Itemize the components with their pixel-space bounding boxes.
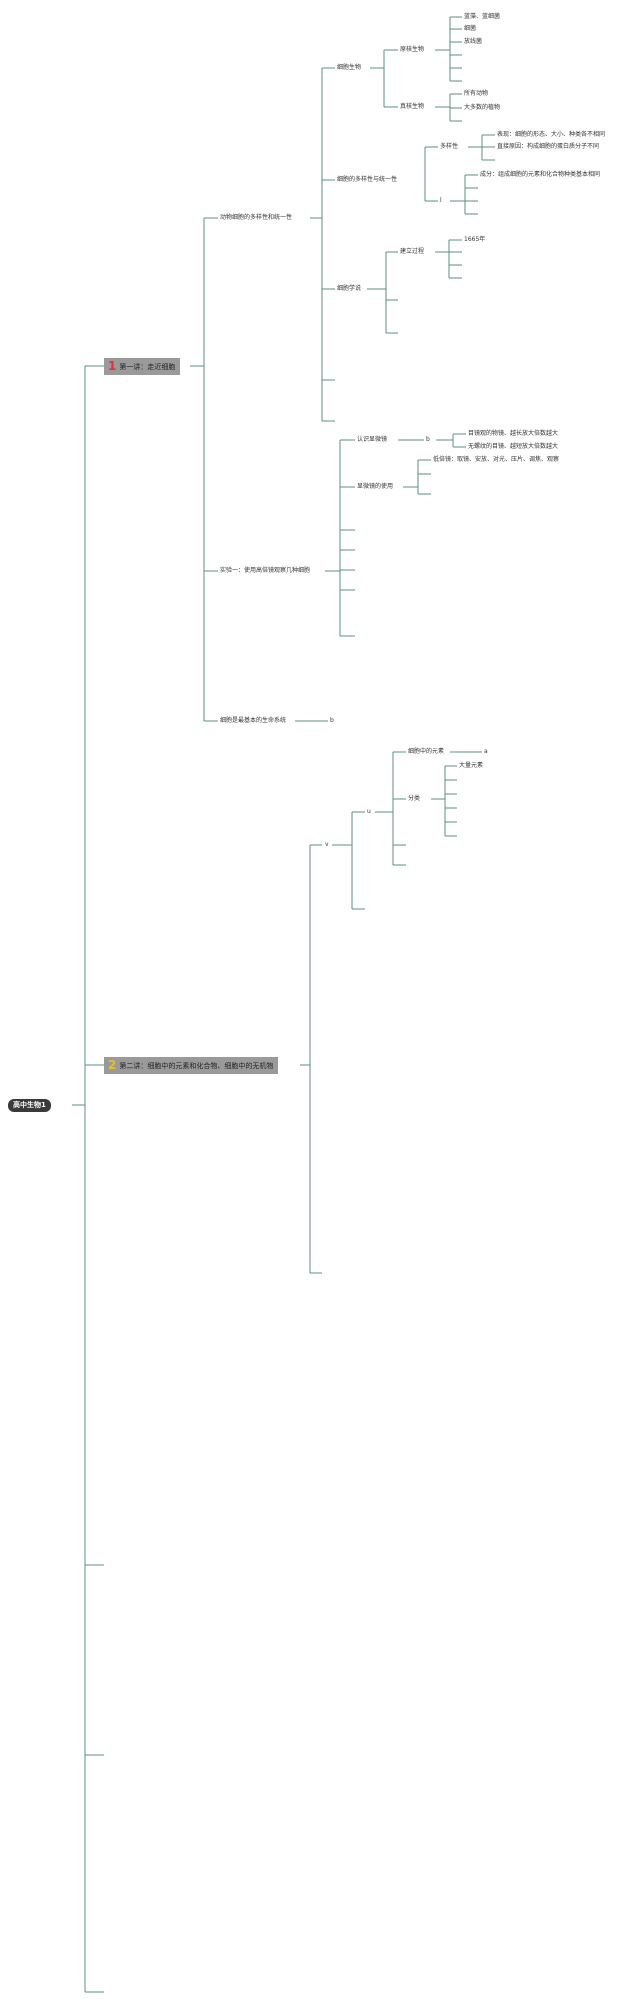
node-objective-lens[interactable]: 目镜观的物镜、越长放大倍数越大 (468, 430, 559, 437)
node-cell-theory[interactable]: 细胞学说 (337, 285, 362, 292)
node-unity[interactable]: l (440, 197, 442, 204)
node-know-microscope[interactable]: 认识显微镜 (357, 436, 388, 443)
node-cell-diversity-unity[interactable]: 细胞的多样性与统一性 (337, 176, 398, 183)
node-low-power[interactable]: 低倍镜：取镜、安放、对光、压片、调焦、观察 (433, 456, 560, 463)
node-u[interactable]: u (367, 808, 371, 815)
node-actinomycetes[interactable]: 放线菌 (464, 38, 483, 45)
node-diversity-manifestation[interactable]: 表现：细胞的形态、大小、种类各不相同 (497, 131, 606, 138)
node-v[interactable]: v (325, 841, 329, 848)
node-cyanobacteria[interactable]: 蓝藻、蓝细菌 (464, 13, 501, 20)
node-establishment[interactable]: 建立过程 (400, 248, 425, 255)
node-know-microscope-b[interactable]: b (426, 436, 430, 443)
node-cellular-organisms[interactable]: 细胞生物 (337, 64, 362, 71)
chapter-number: 1 (108, 359, 117, 373)
node-cell-elements-a[interactable]: a (484, 748, 488, 755)
node-most-plants[interactable]: 大多数的植物 (464, 104, 501, 111)
node-year-1665[interactable]: 1665年 (464, 236, 486, 243)
chapter-number: 2 (108, 1058, 117, 1072)
node-eyepiece-lens[interactable]: 无螺纹的目镜、越短放大倍数越大 (468, 443, 559, 450)
topic-diversity-unity[interactable]: 动物细胞的多样性和统一性 (220, 214, 293, 221)
node-prokaryotes[interactable]: 原核生物 (400, 46, 425, 53)
node-cell-elements[interactable]: 细胞中的元素 (408, 748, 445, 755)
node-all-animals[interactable]: 所有动物 (464, 90, 489, 97)
topic-microscope-lab[interactable]: 实验一：使用高倍镜观察几种细胞 (220, 567, 311, 574)
chapter-label: 第二讲：细胞中的元素和化合物、细胞中的无机物 (119, 1062, 274, 1070)
root-label: 高中生物1 (13, 1101, 46, 1109)
node-eukaryotes[interactable]: 真核生物 (400, 103, 425, 110)
node-macro-elements[interactable]: 大量元素 (459, 762, 484, 769)
node-classification[interactable]: 分类 (408, 795, 421, 802)
chapter-label: 第一讲：走近细胞 (119, 363, 176, 371)
topic-basic-life-system-child[interactable]: b (330, 717, 334, 724)
node-bacteria[interactable]: 细菌 (464, 25, 477, 32)
node-diversity-direct-cause[interactable]: 直接原因：构成细胞的蛋白质分子不同 (497, 143, 600, 150)
node-diversity[interactable]: 多样性 (440, 143, 459, 150)
node-unity-composition[interactable]: 成分：组成细胞的元素和化合物种类基本相同 (480, 171, 601, 178)
root-node[interactable]: 高中生物1 (8, 1099, 51, 1112)
topic-basic-life-system[interactable]: 细胞是最基本的生命系统 (220, 717, 287, 724)
node-microscope-use[interactable]: 显微镜的使用 (357, 483, 394, 490)
